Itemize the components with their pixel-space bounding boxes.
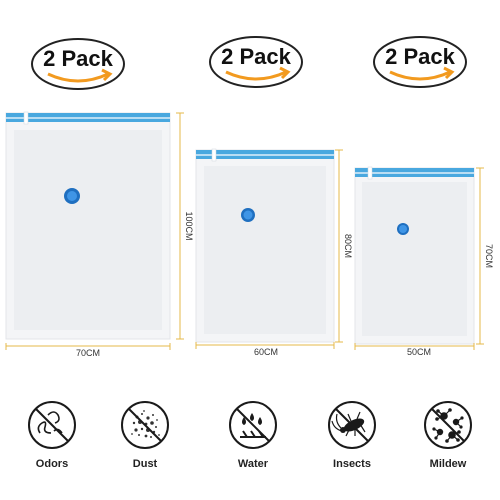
feature-label: Insects xyxy=(333,458,371,470)
width-dimension-line xyxy=(195,342,335,349)
zipper-strip xyxy=(355,168,474,172)
zipper-strip xyxy=(6,113,170,117)
pack-badge-text: 2 Pack xyxy=(385,44,455,69)
dust-icon xyxy=(121,401,169,449)
zipper-slider xyxy=(211,148,217,162)
pack-badge-1: 2 Pack xyxy=(31,38,125,90)
height-dimension-line xyxy=(476,167,484,345)
smile-arrow-icon xyxy=(225,70,287,81)
feature-label: Water xyxy=(238,458,269,470)
vacuum-bag-large: 70CM 100CM xyxy=(5,111,194,358)
smile-arrow-icon xyxy=(47,72,109,83)
odor-icon xyxy=(28,401,76,449)
feature-water: Water xyxy=(229,401,277,470)
smile-arrow-icon xyxy=(389,70,451,81)
bag-inner xyxy=(204,166,326,334)
feature-mildew: Mildew xyxy=(424,401,472,470)
feature-odors: Odors xyxy=(28,401,76,470)
height-label: 70CM xyxy=(484,244,494,268)
water-icon xyxy=(229,401,277,449)
arrow-head-icon xyxy=(279,66,291,80)
height-label: 80CM xyxy=(343,234,353,258)
pack-badge-text: 2 Pack xyxy=(43,46,113,71)
bag-inner xyxy=(14,130,162,330)
height-label: 100CM xyxy=(184,211,194,240)
zipper-slider xyxy=(367,166,373,180)
height-dimension-line xyxy=(335,149,343,343)
bag-inner xyxy=(362,182,467,336)
zipper-strip xyxy=(196,150,334,154)
mildew-icon xyxy=(424,401,472,449)
zipper-slider xyxy=(23,111,29,125)
pack-badge-2: 2 Pack xyxy=(209,36,303,88)
pack-badge-text: 2 Pack xyxy=(221,44,291,69)
feature-label: Mildew xyxy=(430,458,467,470)
height-dimension-line xyxy=(176,112,184,340)
insect-icon xyxy=(328,401,376,449)
feature-insects: Insects xyxy=(328,401,376,470)
feature-label: Odors xyxy=(36,458,68,470)
width-label: 70CM xyxy=(76,348,100,358)
width-label: 50CM xyxy=(407,347,431,357)
width-label: 60CM xyxy=(254,347,278,357)
arrow-head-icon xyxy=(443,66,455,80)
feature-dust: Dust xyxy=(121,401,169,470)
arrow-head-icon xyxy=(101,68,113,82)
vacuum-bag-small: 50CM 70CM xyxy=(354,166,494,357)
feature-label: Dust xyxy=(133,458,158,470)
pack-badge-3: 2 Pack xyxy=(373,36,467,88)
width-dimension-line xyxy=(354,343,475,350)
width-dimension-line xyxy=(5,343,171,350)
vacuum-bag-medium: 60CM 80CM xyxy=(195,148,353,357)
